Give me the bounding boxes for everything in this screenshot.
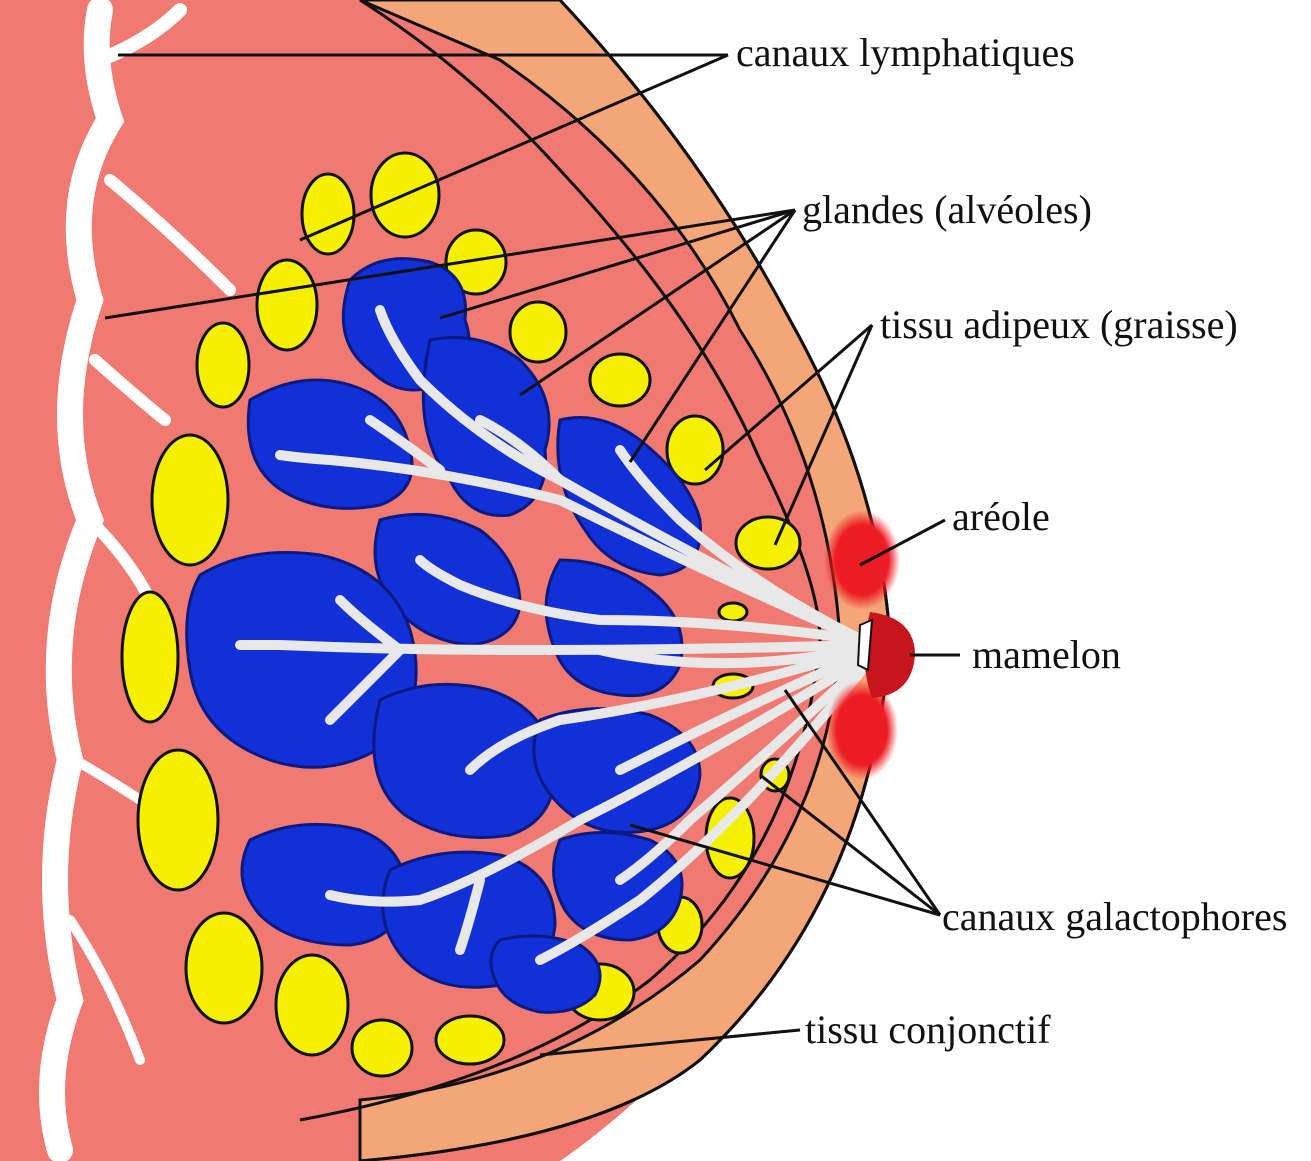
areola-upper — [824, 510, 900, 610]
fat-lobule — [590, 354, 650, 406]
fat-lobule — [186, 913, 262, 1023]
fat-lobule — [510, 302, 566, 362]
label-areole: aréole — [952, 494, 1050, 539]
label-canaux-galactophores: canaux galactophores — [942, 894, 1287, 939]
fat-lobule — [436, 1016, 504, 1064]
label-tissu-adipeux: tissu adipeux (graisse) — [880, 302, 1238, 347]
fat-lobule — [257, 260, 317, 350]
fat-lobule — [122, 592, 178, 722]
fat-lobule — [138, 750, 218, 890]
label-canaux-lymphatiques: canaux lymphatiques — [736, 30, 1075, 75]
fat-lobule — [719, 603, 747, 621]
fat-lobule — [736, 517, 800, 569]
fat-lobule — [276, 955, 348, 1055]
label-mamelon: mamelon — [972, 632, 1121, 677]
fat-lobule — [152, 435, 228, 565]
fat-lobule — [302, 174, 354, 254]
fat-lobule — [352, 1020, 412, 1076]
fat-lobule — [197, 323, 249, 407]
label-tissu-conjonctif: tissu conjonctif — [805, 1007, 1051, 1052]
label-glandes: glandes (alvéoles) — [802, 187, 1092, 232]
